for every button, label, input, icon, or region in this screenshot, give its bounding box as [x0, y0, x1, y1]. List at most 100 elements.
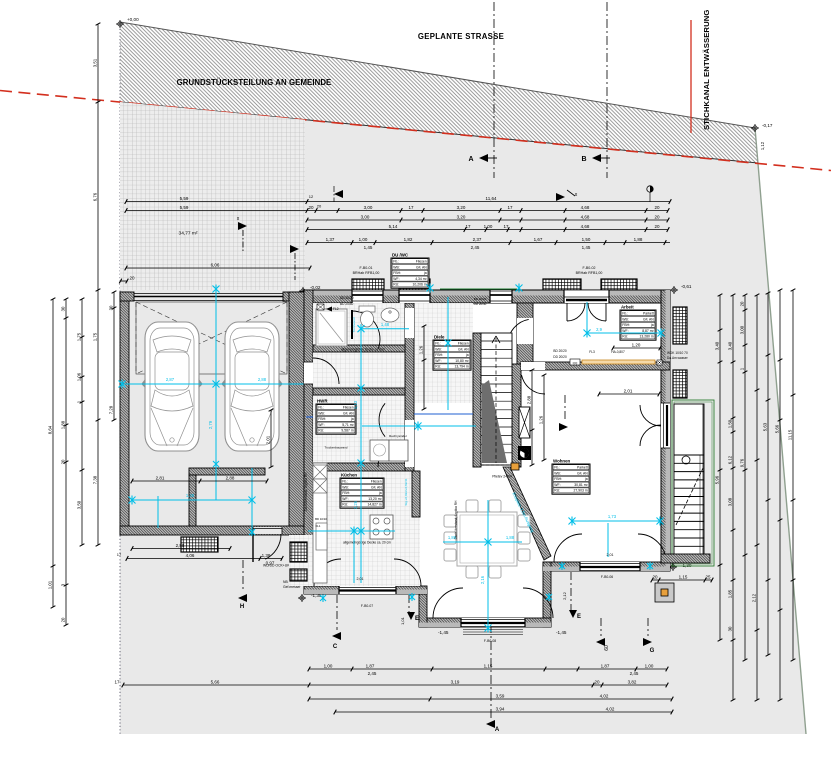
svg-text:GF, AN: GF, AN: [577, 471, 588, 475]
svg-text:1: 1: [740, 367, 745, 370]
svg-text:3,00: 3,00: [364, 205, 373, 210]
svg-text:17: 17: [507, 205, 513, 210]
svg-text:27,903 m: 27,903 m: [574, 489, 588, 493]
svg-text:BD 20/40: BD 20/40: [340, 302, 354, 306]
svg-text:1,82: 1,82: [404, 237, 413, 242]
svg-text:GF, AN: GF, AN: [371, 485, 382, 489]
svg-text:-0,17: -0,17: [762, 123, 773, 128]
svg-text:-1,30: -1,30: [681, 563, 692, 568]
svg-text:30: 30: [109, 305, 114, 310]
svg-text:FL3: FL3: [589, 350, 595, 354]
svg-text:20: 20: [654, 214, 660, 219]
svg-text:60: 60: [604, 645, 610, 651]
svg-text:E: E: [577, 614, 581, 620]
svg-text:6,06: 6,06: [211, 262, 220, 267]
svg-text:20: 20: [654, 205, 660, 210]
svg-text:DD 20/20: DD 20/20: [553, 355, 567, 359]
svg-text:5,59: 5,59: [180, 196, 189, 201]
svg-text:WF:: WF:: [622, 329, 628, 333]
svg-text:Dachüberstand, Argbka RH: Dachüberstand, Argbka RH: [454, 500, 458, 539]
svg-text:20: 20: [652, 574, 658, 579]
svg-text:3,40: 3,40: [728, 341, 733, 350]
svg-text:1,00: 1,00: [324, 663, 333, 668]
svg-text:2,01: 2,01: [624, 388, 633, 393]
svg-text:Fb.:: Fb.:: [318, 406, 324, 410]
svg-text:3,94: 3,94: [496, 706, 505, 711]
svg-text:30: 30: [728, 626, 733, 631]
svg-text:2,9: 2,9: [596, 327, 602, 332]
svg-text:-0,61: -0,61: [681, 284, 692, 289]
svg-text:5,66: 5,66: [211, 679, 220, 684]
svg-text:ja: ja: [350, 417, 354, 421]
svg-text:+0,00: +0,00: [127, 17, 139, 22]
svg-text:2,79: 2,79: [208, 420, 213, 429]
svg-text:FBH:: FBH:: [622, 323, 630, 327]
svg-text:FL2: FL2: [333, 307, 339, 311]
svg-text:3,19: 3,19: [451, 679, 460, 684]
svg-text:Gef.messer: Gef.messer: [283, 585, 301, 589]
svg-text:2,45: 2,45: [630, 671, 639, 676]
svg-text:Fliesen: Fliesen: [458, 342, 469, 346]
svg-text:2,45: 2,45: [368, 671, 377, 676]
svg-text:13,20 m²: 13,20 m²: [368, 497, 382, 501]
svg-text:20: 20: [317, 204, 322, 209]
svg-text:12: 12: [309, 194, 314, 199]
svg-text:allgemeingültige Decke ca 8cm: allgemeingültige Decke ca 8cm: [341, 348, 385, 352]
svg-text:1,01: 1,01: [400, 616, 405, 625]
svg-text:WF:: WF:: [435, 359, 441, 363]
svg-text:20: 20: [740, 301, 745, 306]
svg-text:13,280 m: 13,280 m: [640, 335, 654, 339]
svg-text:1,45: 1,45: [364, 245, 373, 250]
svg-text:1,88: 1,88: [634, 237, 643, 242]
svg-text:0,97: 0,97: [266, 560, 275, 565]
svg-text:Da.Am.wasser: Da.Am.wasser: [667, 356, 689, 360]
svg-text:17: 17: [408, 205, 414, 210]
svg-text:GF, AN: GF, AN: [416, 265, 427, 269]
svg-text:20: 20: [61, 617, 66, 622]
svg-text:1,06: 1,06: [77, 372, 82, 381]
svg-text:-1,35: -1,35: [311, 593, 322, 598]
svg-text:WB:: WB:: [393, 265, 399, 269]
svg-text:FBH:: FBH:: [342, 491, 350, 495]
svg-text:WD/DD OCK+UK Decke: WD/DD OCK+UK Decke: [263, 564, 300, 568]
svg-text:Trockenbauwand: Trockenbauwand: [325, 446, 348, 450]
svg-text:C: C: [333, 644, 338, 650]
svg-text:3: 3: [61, 583, 66, 586]
svg-text:WB:: WB:: [318, 411, 324, 415]
svg-text:allgemeingültige Decke ca. 20: allgemeingültige Decke ca. 20 cm: [343, 541, 391, 545]
svg-text:RU:: RU:: [622, 335, 628, 339]
svg-text:6,12: 6,12: [728, 455, 733, 464]
svg-text:1,45: 1,45: [582, 245, 591, 250]
svg-text:WF:: WF:: [342, 497, 348, 501]
svg-text:BRHab RFB1,00: BRHab RFB1,00: [353, 271, 380, 275]
svg-text:10,80 m²: 10,80 m²: [455, 359, 469, 363]
svg-text:5,66: 5,66: [775, 424, 780, 433]
svg-text:1,50: 1,50: [582, 237, 591, 242]
svg-text:5,59: 5,59: [180, 205, 189, 210]
svg-text:Fb.:: Fb.:: [342, 480, 348, 484]
svg-text:2,88: 2,88: [226, 475, 235, 480]
svg-text:1,38: 1,38: [262, 553, 271, 558]
svg-text:3,51: 3,51: [93, 58, 98, 67]
svg-text:-1,45: -1,45: [438, 630, 449, 635]
svg-text:2,37: 2,37: [473, 237, 482, 242]
svg-text:1,73: 1,73: [608, 514, 617, 519]
svg-text:H: H: [240, 604, 244, 610]
svg-text:6,76: 6,76: [93, 192, 98, 201]
svg-text:WF:: WF:: [554, 483, 560, 487]
svg-text:1,20: 1,20: [632, 342, 641, 347]
svg-text:4,06: 4,06: [186, 553, 195, 558]
svg-text:WF:: WF:: [393, 277, 399, 281]
svg-text:Wohnen: Wohnen: [553, 459, 571, 464]
svg-text:WB:: WB:: [622, 317, 628, 321]
svg-text:GRUNDSTÜCKSTEILUNG AN GEMEINDE: GRUNDSTÜCKSTEILUNG AN GEMEINDE: [177, 78, 332, 87]
svg-text:1: 1: [77, 400, 82, 403]
svg-text:2,88: 2,88: [176, 543, 185, 548]
svg-text:20: 20: [129, 275, 135, 280]
svg-text:WB:: WB:: [435, 347, 441, 351]
svg-text:F-B0-07: F-B0-07: [361, 604, 373, 608]
svg-text:14,827 m: 14,827 m: [368, 503, 382, 507]
svg-text:3,20: 3,20: [457, 214, 466, 219]
svg-text:Parkett: Parkett: [643, 312, 654, 316]
svg-text:1,85: 1,85: [728, 589, 733, 598]
